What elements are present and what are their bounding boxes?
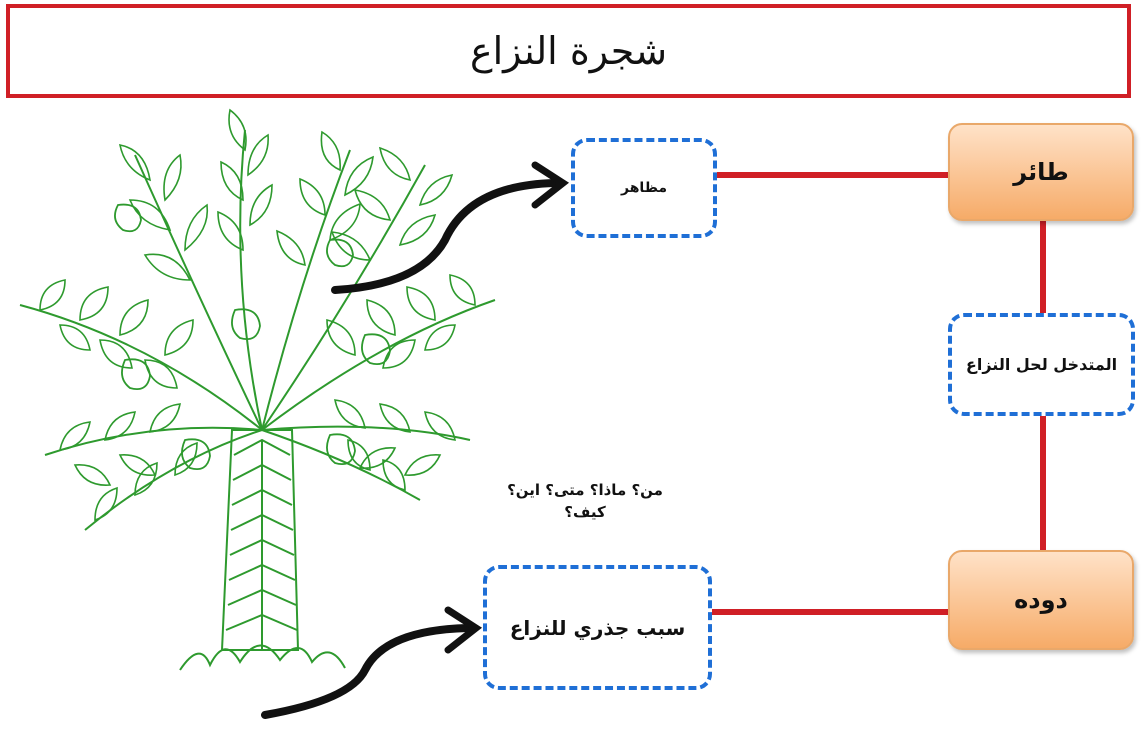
questions-line-1: من؟ ماذا؟ متى؟ اين؟ (480, 479, 690, 501)
palm-tree-icon (20, 110, 495, 670)
node-root-cause: سبب جذري للنزاع (483, 565, 712, 690)
node-trigger-label: طائر (1013, 158, 1069, 186)
arrow-to-manifestations (335, 183, 555, 290)
node-manifestations-label: مظاهر (621, 180, 667, 196)
node-mediator: المتدخل لحل النزاع (948, 313, 1135, 416)
questions-line-2: كيف؟ (480, 501, 690, 523)
node-mediator-label: المتدخل لحل النزاع (966, 355, 1117, 374)
guiding-questions: من؟ ماذا؟ متى؟ اين؟ كيف؟ (480, 479, 690, 523)
node-manifestations: مظاهر (571, 138, 717, 238)
node-root-cause-label: سبب جذري للنزاع (510, 616, 686, 640)
node-worm: دوده (948, 550, 1134, 650)
node-trigger: طائر (948, 123, 1134, 221)
arrow-to-root-cause (265, 628, 468, 715)
node-worm-label: دوده (1014, 586, 1068, 614)
